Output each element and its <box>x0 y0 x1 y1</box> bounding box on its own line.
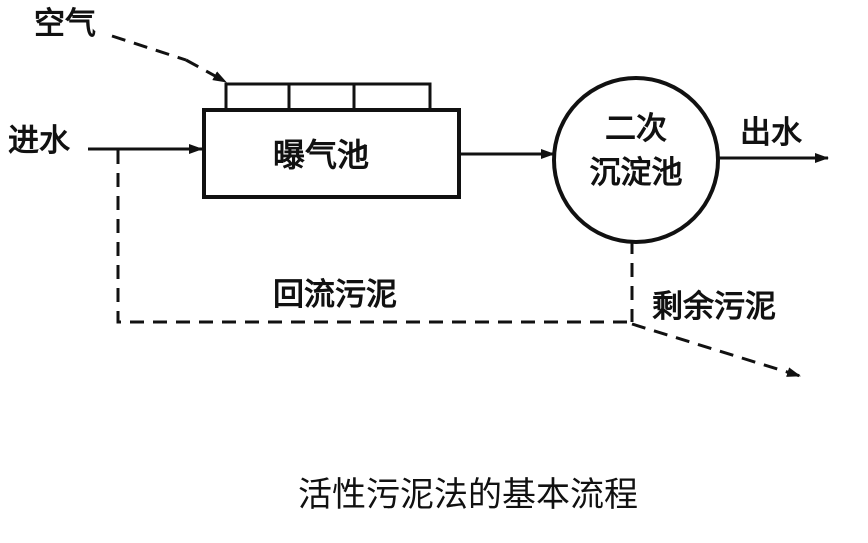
clarifier-label-line1: 二次 <box>605 111 667 147</box>
excess-sludge-label: 剩余污泥 <box>652 289 776 325</box>
clarifier-label-line2: 沉淀池 <box>589 155 683 191</box>
secondary-clarifier-circle <box>552 76 720 244</box>
air-manifold <box>224 82 432 110</box>
return-sludge-line <box>116 150 632 324</box>
figure-caption: 活性污泥法的基本流程 <box>298 475 638 515</box>
aeration-tank-label: 曝气池 <box>273 136 370 174</box>
excess-sludge-arrow <box>631 322 801 378</box>
air-supply-arrow <box>185 58 227 84</box>
return-sludge-label: 回流污泥 <box>273 277 397 313</box>
air-label: 空气 <box>34 6 96 42</box>
air-supply-line <box>111 34 187 62</box>
water-out-label: 出水 <box>740 115 802 151</box>
water-in-label: 进水 <box>8 123 70 159</box>
